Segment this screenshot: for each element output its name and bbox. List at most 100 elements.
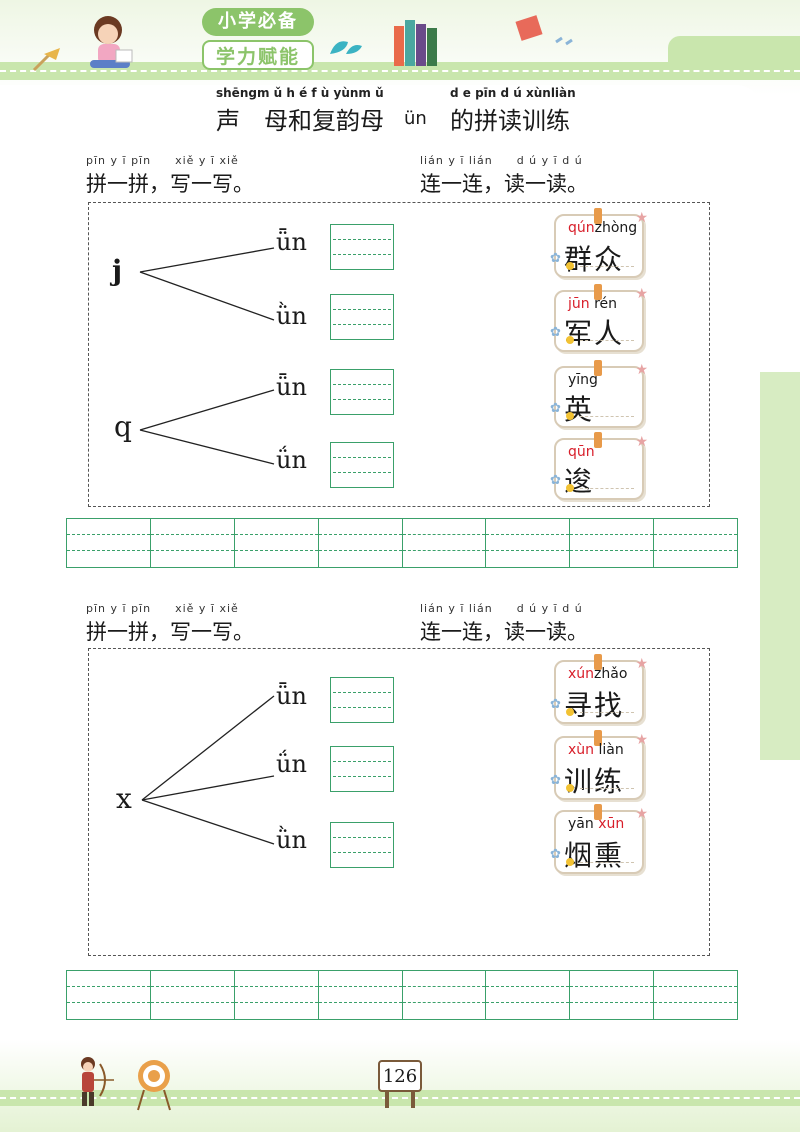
final-un-tone1: ǖn [276, 228, 307, 256]
final-un-tone4: ǜn [276, 826, 307, 854]
section2-connect-instruction: 连一连，读一读。 [420, 620, 588, 644]
pinyin-writing-box[interactable] [330, 822, 394, 868]
card-pinyin: yīng [568, 372, 598, 388]
pin-icon [594, 432, 602, 448]
leaf-icon: ✿ [550, 325, 561, 340]
footer-road-dash [0, 1097, 800, 1099]
writing-cell[interactable] [234, 519, 319, 567]
writing-cell[interactable] [234, 971, 319, 1019]
word-card-junren[interactable]: ★ jūn rén 军人 ✿ [550, 284, 648, 352]
final-un-tone1: ǖn [276, 682, 307, 710]
final-un-tone1: ǖn [276, 373, 307, 401]
card-word: 英 [564, 393, 595, 426]
star-icon: ★ [635, 806, 648, 822]
sign-post-left [385, 1090, 389, 1108]
word-card-xunzhao[interactable]: ★ xúnzhǎo 寻找 ✿ [550, 654, 648, 724]
leaf-icon: ✿ [550, 847, 561, 862]
word-card-qun[interactable]: ★ qūn 逡 ✿ [550, 432, 648, 500]
section2-write-pinyin: pīn y ī pīn xiě y ī xiě [86, 602, 239, 615]
pinyin-writing-box[interactable] [330, 224, 394, 270]
card-word: 群众 [564, 243, 625, 276]
word-card-qunzhong[interactable]: ★ qúnzhòng 群众 ✿ [550, 208, 648, 278]
card-pinyin: qūn [568, 444, 595, 460]
title-pinyin-right: d e pīn d ú xùnliàn [450, 86, 576, 100]
leaf-icon: ✿ [550, 473, 561, 488]
card-word: 逡 [564, 465, 595, 498]
section2-connect-pinyin: lián y ī lián d ú y ī d ú [420, 602, 583, 615]
brand-badge-bottom: 学力赋能 [202, 40, 314, 70]
initial-q: q [114, 410, 132, 443]
final-un-tone2: ǘn [276, 750, 307, 778]
leaf-icon: ✿ [550, 251, 561, 266]
pinyin-writing-box[interactable] [330, 677, 394, 723]
card-word: 烟熏 [564, 839, 625, 872]
section1-exercise-box [88, 202, 710, 507]
pin-icon [594, 360, 602, 376]
leaf-icon: ✿ [550, 401, 561, 416]
section2-branch-lines [141, 695, 275, 845]
writing-cell[interactable] [402, 519, 487, 567]
pinyin-writing-box[interactable] [330, 369, 394, 415]
card-pinyin: qúnzhòng [568, 220, 638, 236]
star-icon: ★ [635, 210, 648, 226]
header-road-dash [0, 70, 800, 72]
pin-icon [594, 654, 602, 670]
pinyin-writing-box[interactable] [330, 294, 394, 340]
word-card-xunlian[interactable]: ★ xùn liàn 训练 ✿ [550, 730, 648, 800]
writing-cell[interactable] [570, 971, 655, 1019]
pin-icon [594, 284, 602, 300]
books-illustration [394, 20, 437, 66]
writing-cell[interactable] [654, 519, 737, 567]
card-pinyin: jūn rén [568, 296, 618, 312]
section1-branch-lines [139, 247, 275, 465]
section1-write-instruction: 拼一拼，写一写。 [86, 172, 254, 196]
card-pinyin: yān xūn [568, 816, 625, 832]
section1-write-pinyin: pīn y ī pīn xiě y ī xiě [86, 154, 239, 167]
page-number: 126 [378, 1060, 422, 1092]
section2-exercise-box [88, 648, 710, 956]
writing-cell[interactable] [150, 519, 235, 567]
writing-cell[interactable] [570, 519, 655, 567]
star-icon: ★ [635, 732, 648, 748]
side-tab-decoration [760, 372, 800, 760]
writing-grid-row-2 [66, 970, 738, 1020]
writing-cell[interactable] [486, 519, 571, 567]
word-card-ying[interactable]: ★ yīng 英 ✿ [550, 360, 648, 428]
card-pinyin: xùn liàn [568, 742, 624, 758]
writing-cell[interactable] [150, 971, 235, 1019]
section1-connect-pinyin: lián y ī lián d ú y ī d ú [420, 154, 583, 167]
star-icon: ★ [635, 434, 648, 450]
writing-cell[interactable] [486, 971, 571, 1019]
card-word: 训练 [564, 765, 625, 798]
title-pinyin-left: shēngm ǔ h é f ù yùnm ǔ [216, 86, 384, 100]
header-tab-decoration [668, 36, 800, 62]
initial-x: x [116, 782, 132, 815]
leaf-icon: ✿ [550, 773, 561, 788]
pin-icon [594, 804, 602, 820]
writing-cell[interactable] [318, 519, 403, 567]
final-un-tone2: ǘn [276, 446, 307, 474]
flying-book-illustration [515, 15, 573, 46]
word-card-yanxun[interactable]: ★ yān xūn 烟熏 ✿ [550, 804, 648, 874]
pinyin-writing-box[interactable] [330, 442, 394, 488]
leaf-decoration [330, 41, 362, 54]
page-title-final: ün [404, 108, 427, 129]
card-word: 寻找 [564, 689, 625, 722]
writing-cell[interactable] [654, 971, 737, 1019]
pin-icon [594, 208, 602, 224]
initial-j: j [112, 254, 123, 287]
writing-cell[interactable] [318, 971, 403, 1019]
writing-cell[interactable] [67, 519, 151, 567]
writing-cell[interactable] [402, 971, 487, 1019]
page-title-left: 声 母和复韵母 [216, 107, 384, 135]
brand-badge-top: 小学必备 [202, 8, 314, 36]
star-icon: ★ [635, 362, 648, 378]
page-title-right: 的拼读训练 [450, 107, 570, 135]
sign-post-right [411, 1090, 415, 1108]
section2-write-instruction: 拼一拼，写一写。 [86, 620, 254, 644]
pinyin-writing-box[interactable] [330, 746, 394, 792]
writing-cell[interactable] [67, 971, 151, 1019]
star-icon: ★ [635, 656, 648, 672]
leaf-icon: ✿ [550, 697, 561, 712]
girl-reading-illustration [32, 16, 133, 72]
